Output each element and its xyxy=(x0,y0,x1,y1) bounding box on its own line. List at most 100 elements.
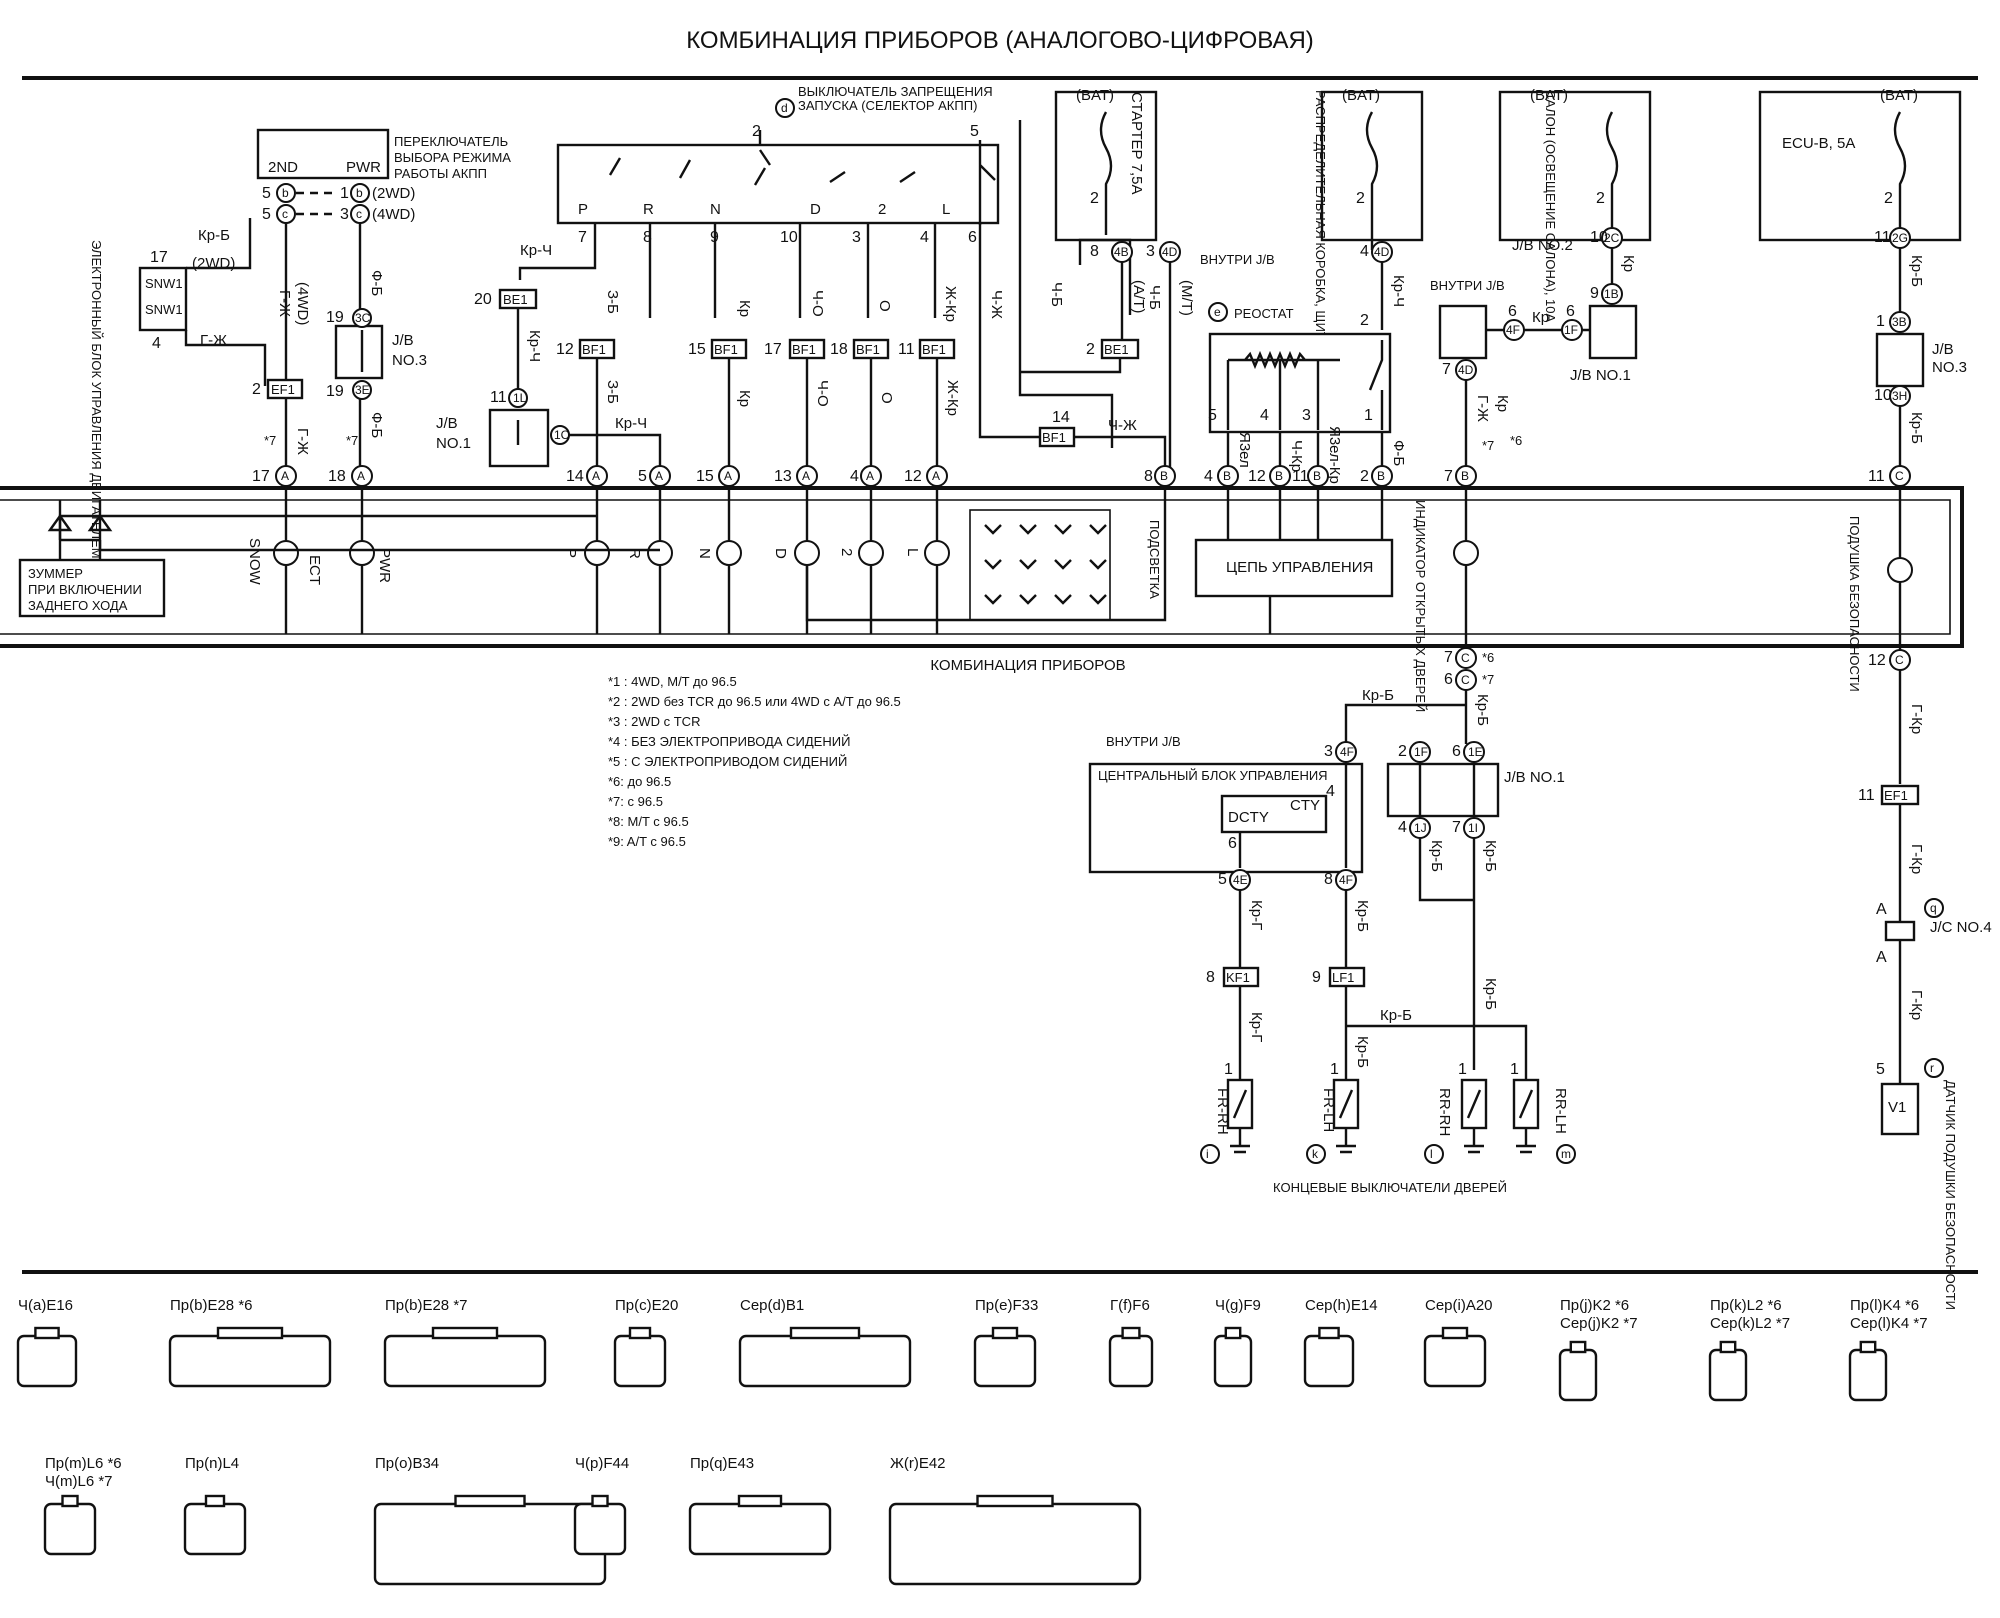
svg-text:C: C xyxy=(1461,651,1470,665)
svg-text:6: 6 xyxy=(1444,671,1453,688)
svg-text:14: 14 xyxy=(566,468,584,485)
svg-text:Кр-Б: Кр-Б xyxy=(1354,900,1371,932)
svg-text:СТАРТЕР 7,5А: СТАРТЕР 7,5А xyxy=(1128,92,1145,195)
svg-text:1: 1 xyxy=(1458,1061,1467,1078)
connector-shape xyxy=(1423,1334,1487,1388)
svg-text:2: 2 xyxy=(252,381,261,398)
connector-legend-item: Ч(g)F9 xyxy=(1213,1297,1261,1388)
svg-text:Кр-Ч: Кр-Ч xyxy=(526,330,543,362)
backlight-array: ПОДСВЕТКА xyxy=(969,509,1162,621)
connector-latch xyxy=(737,1494,783,1508)
svg-text:8: 8 xyxy=(643,229,652,246)
svg-text:1: 1 xyxy=(1330,1061,1339,1078)
svg-text:19: 19 xyxy=(326,309,344,326)
svg-text:b: b xyxy=(282,186,289,200)
svg-text:4F: 4F xyxy=(1506,323,1520,337)
svg-text:1: 1 xyxy=(1876,313,1885,330)
connector-label: Сер(l)K4 *7 xyxy=(1850,1315,1928,1332)
lamp-2: 2 xyxy=(838,540,884,566)
connector-legend-item: Сер(i)A20 xyxy=(1423,1297,1493,1388)
svg-text:BF1: BF1 xyxy=(582,342,606,357)
jb-no3-left: 19 3C 3E 19 J/B NO.3 xyxy=(326,308,427,400)
svg-text:4D: 4D xyxy=(1458,363,1474,377)
connector-shape xyxy=(573,1502,627,1556)
svg-text:5: 5 xyxy=(970,123,979,140)
svg-text:6: 6 xyxy=(1452,743,1461,760)
svg-text:3E: 3E xyxy=(355,383,370,397)
svg-text:12: 12 xyxy=(1868,652,1886,669)
footnote: *2 : 2WD без TCR до 96.5 или 4WD с A/T д… xyxy=(608,694,901,709)
svg-text:LF1: LF1 xyxy=(1332,970,1354,985)
switch-wires: Кр-Ч З-Б Кр Ч-О О Ж-Кр Ч-Ж Ч-Б xyxy=(520,242,1065,322)
svg-text:R: R xyxy=(626,548,643,559)
connector-label: Пр(n)L4 xyxy=(185,1455,239,1472)
svg-text:4: 4 xyxy=(1260,407,1269,424)
footnote: *3 : 2WD с TCR xyxy=(608,714,700,729)
svg-text:Ф-Б: Ф-Б xyxy=(368,270,385,296)
svg-text:2: 2 xyxy=(838,548,855,556)
svg-text:11: 11 xyxy=(1858,787,1875,804)
svg-text:i: i xyxy=(1206,1147,1209,1161)
door-circuit: C7*6 C6*7 Кр-Б Кр-Б ВНУТРИ J/B 4F3 ЦЕНТР… xyxy=(1088,647,1576,1195)
svg-text:SNOW: SNOW xyxy=(246,538,263,586)
lamp-r: R xyxy=(626,540,673,566)
svg-text:ВЫБОРА РЕЖИМА: ВЫБОРА РЕЖИМА xyxy=(394,150,511,165)
svg-text:(BAT): (BAT) xyxy=(1342,87,1380,104)
svg-text:SNW1: SNW1 xyxy=(145,276,183,291)
svg-text:*7: *7 xyxy=(264,433,276,448)
svg-text:4E: 4E xyxy=(1233,873,1248,887)
svg-text:4: 4 xyxy=(1326,783,1335,800)
svg-text:5: 5 xyxy=(1208,407,1217,424)
connector-latch xyxy=(628,1326,652,1340)
svg-text:A: A xyxy=(724,469,732,483)
connector-label: Ч(a)E16 xyxy=(18,1297,73,1314)
svg-text:РАСПРЕДЕЛИТЕЛЬНАЯ КОРОБКА, ЩИТ: РАСПРЕДЕЛИТЕЛЬНАЯ КОРОБКА, ЩИТ. 5А xyxy=(1313,90,1328,362)
connector-label: Ч(p)F44 xyxy=(575,1455,629,1472)
connector-label: Сер(i)A20 xyxy=(1425,1297,1493,1314)
svg-text:6: 6 xyxy=(1566,303,1575,320)
svg-text:*7: *7 xyxy=(1482,672,1494,687)
svg-text:BF1: BF1 xyxy=(856,342,880,357)
svg-text:ЗАПУСКА (СЕЛЕКТОР АКПП): ЗАПУСКА (СЕЛЕКТОР АКПП) xyxy=(798,98,977,113)
connector-label: Сер(h)E14 xyxy=(1305,1297,1378,1314)
connector-label: Сер(j)K2 *7 xyxy=(1560,1315,1638,1332)
svg-text:5: 5 xyxy=(262,206,271,223)
svg-text:A: A xyxy=(655,469,663,483)
svg-text:Кр-Ч: Кр-Ч xyxy=(520,242,552,259)
svg-text:B: B xyxy=(1313,469,1321,483)
connector-shape xyxy=(1848,1348,1888,1402)
fuse-transfer: (BAT) РАСПРЕДЕЛИТЕЛЬНАЯ КОРОБКА, ЩИТ. 5А… xyxy=(1313,87,1424,362)
connector-legend-item: Пр(m)L6 *6Ч(m)L6 *7 xyxy=(43,1455,122,1556)
connector-shape xyxy=(1108,1334,1154,1388)
connector-legend-item: Сер(h)E14 xyxy=(1303,1297,1378,1388)
svg-text:N: N xyxy=(696,548,713,559)
svg-text:Ж-Кр: Ж-Кр xyxy=(942,286,959,322)
connector-latch xyxy=(1224,1326,1242,1340)
svg-text:Кр-Б: Кр-Б xyxy=(1380,1007,1412,1024)
connector-shape xyxy=(1558,1348,1598,1402)
svg-text:C: C xyxy=(1895,653,1904,667)
svg-text:ECT: ECT xyxy=(306,555,323,585)
svg-text:EF1: EF1 xyxy=(271,382,295,397)
svg-text:ВНУТРИ J/B: ВНУТРИ J/B xyxy=(1106,734,1181,749)
svg-text:2: 2 xyxy=(1360,468,1369,485)
svg-text:РЕОСТАТ: РЕОСТАТ xyxy=(1234,306,1294,321)
svg-text:3B: 3B xyxy=(1892,315,1907,329)
svg-text:5: 5 xyxy=(1876,1061,1885,1078)
connector-label: Пр(l)K4 *6 xyxy=(1850,1297,1919,1314)
svg-text:B: B xyxy=(1377,469,1385,483)
svg-text:13: 13 xyxy=(774,468,792,485)
svg-text:4B: 4B xyxy=(1114,245,1129,259)
connector-legend-item: Пр(c)E20 xyxy=(613,1297,678,1388)
svg-text:(2WD): (2WD) xyxy=(192,255,235,272)
footnote: *4 : БЕЗ ЭЛЕКТРОПРИВОДА СИДЕНИЙ xyxy=(608,734,850,749)
svg-text:7: 7 xyxy=(578,229,587,246)
svg-text:e: e xyxy=(1214,305,1221,319)
buzzer-label: ЗУММЕР xyxy=(28,566,83,581)
svg-text:Ч-Кр: Ч-Кр xyxy=(1288,440,1305,472)
svg-text:8: 8 xyxy=(1090,243,1099,260)
svg-text:Ж-Кр: Ж-Кр xyxy=(944,380,961,416)
